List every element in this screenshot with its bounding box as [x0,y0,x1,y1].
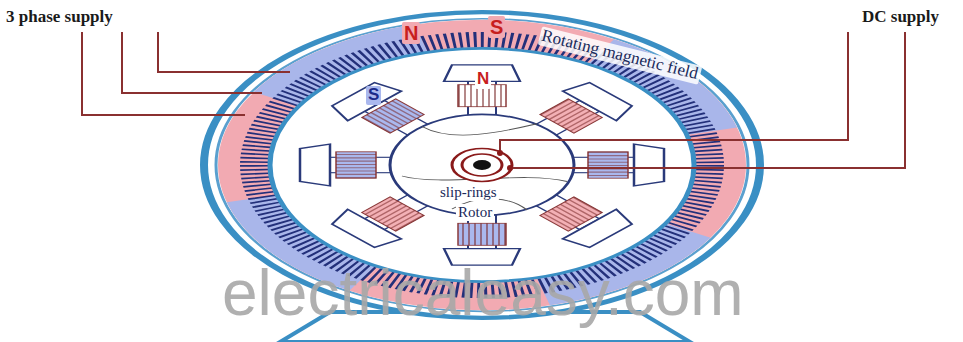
part-label: slip-rings [438,184,499,201]
stator-pole-label: N [402,22,420,44]
rotor-pole-label: S [366,86,381,105]
rotor-pole-label: N [475,70,491,89]
watermark: electricaleasy.com [222,258,744,328]
supply-label: 3 phase supply [6,8,113,27]
part-label: Rotor [456,204,494,221]
stator-pole-label: S [488,16,505,38]
supply-label: DC supply [862,8,939,27]
